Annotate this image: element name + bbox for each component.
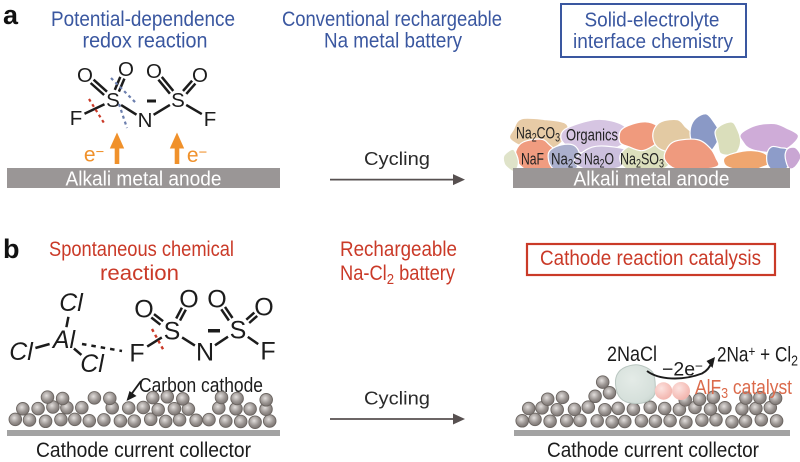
svg-text:O: O: [134, 296, 153, 324]
svg-text:F: F: [70, 107, 83, 130]
svg-text:Cathode reaction catalysis: Cathode reaction catalysis: [540, 247, 761, 270]
svg-text:S: S: [164, 318, 181, 346]
svg-text:redox reaction: redox reaction: [83, 30, 208, 53]
svg-text:2Na+ + Cl2: 2Na+ + Cl2: [717, 344, 798, 370]
svg-text:Al: Al: [51, 326, 77, 354]
svg-text:Na2S: Na2S: [551, 150, 582, 171]
svg-text:O: O: [118, 58, 134, 81]
svg-text:N: N: [138, 109, 153, 132]
svg-text:Cathode current collector: Cathode current collector: [36, 439, 251, 462]
svg-text:O: O: [254, 294, 273, 322]
svg-text:Alkali metal anode: Alkali metal anode: [66, 169, 222, 191]
svg-text:F: F: [204, 108, 217, 131]
svg-text:a: a: [3, 0, 19, 30]
svg-text:Na2O: Na2O: [584, 150, 614, 171]
svg-text:−2e−: −2e−: [662, 359, 703, 381]
svg-text:interface chemistry: interface chemistry: [573, 31, 733, 53]
svg-text:Solid-electrolyte: Solid-electrolyte: [585, 10, 720, 32]
svg-text:Na2CO3: Na2CO3: [516, 124, 560, 145]
svg-text:Rechargeable: Rechargeable: [340, 238, 457, 261]
svg-text:Cathode current collector: Cathode current collector: [547, 439, 759, 462]
svg-text:Na metal battery: Na metal battery: [324, 30, 462, 53]
svg-text:O: O: [77, 64, 93, 87]
svg-text:reaction: reaction: [100, 262, 179, 285]
svg-text:S: S: [106, 89, 120, 112]
svg-text:N: N: [196, 339, 214, 367]
svg-text:Organics: Organics: [566, 126, 618, 145]
svg-text:AlF3 catalyst: AlF3 catalyst: [695, 377, 792, 402]
svg-text:S: S: [230, 317, 247, 345]
svg-text:O: O: [207, 286, 226, 314]
svg-text:F: F: [129, 340, 144, 368]
svg-text:Conventional rechargeable: Conventional rechargeable: [282, 8, 502, 31]
svg-text:Na-Cl2 battery: Na-Cl2 battery: [340, 262, 455, 288]
svg-text:Cycling: Cycling: [364, 149, 430, 169]
svg-text:O: O: [146, 60, 162, 83]
svg-text:Alkali metal anode: Alkali metal anode: [574, 169, 730, 191]
svg-text:Cycling: Cycling: [364, 389, 430, 409]
svg-text:O: O: [179, 286, 198, 314]
svg-text:O: O: [192, 64, 208, 87]
svg-text:Cl: Cl: [80, 350, 105, 378]
svg-text:Na2SO3: Na2SO3: [620, 150, 664, 171]
svg-text:S: S: [171, 89, 185, 112]
svg-text:Cl: Cl: [59, 289, 84, 317]
svg-text:Potential-dependence: Potential-dependence: [51, 8, 235, 31]
svg-text:F: F: [260, 338, 275, 366]
svg-text:Spontaneous chemical: Spontaneous chemical: [49, 238, 234, 261]
svg-text:2NaCl: 2NaCl: [607, 343, 657, 366]
svg-text:Cl: Cl: [9, 338, 34, 366]
svg-text:NaF: NaF: [521, 150, 544, 169]
svg-text:b: b: [3, 234, 20, 264]
